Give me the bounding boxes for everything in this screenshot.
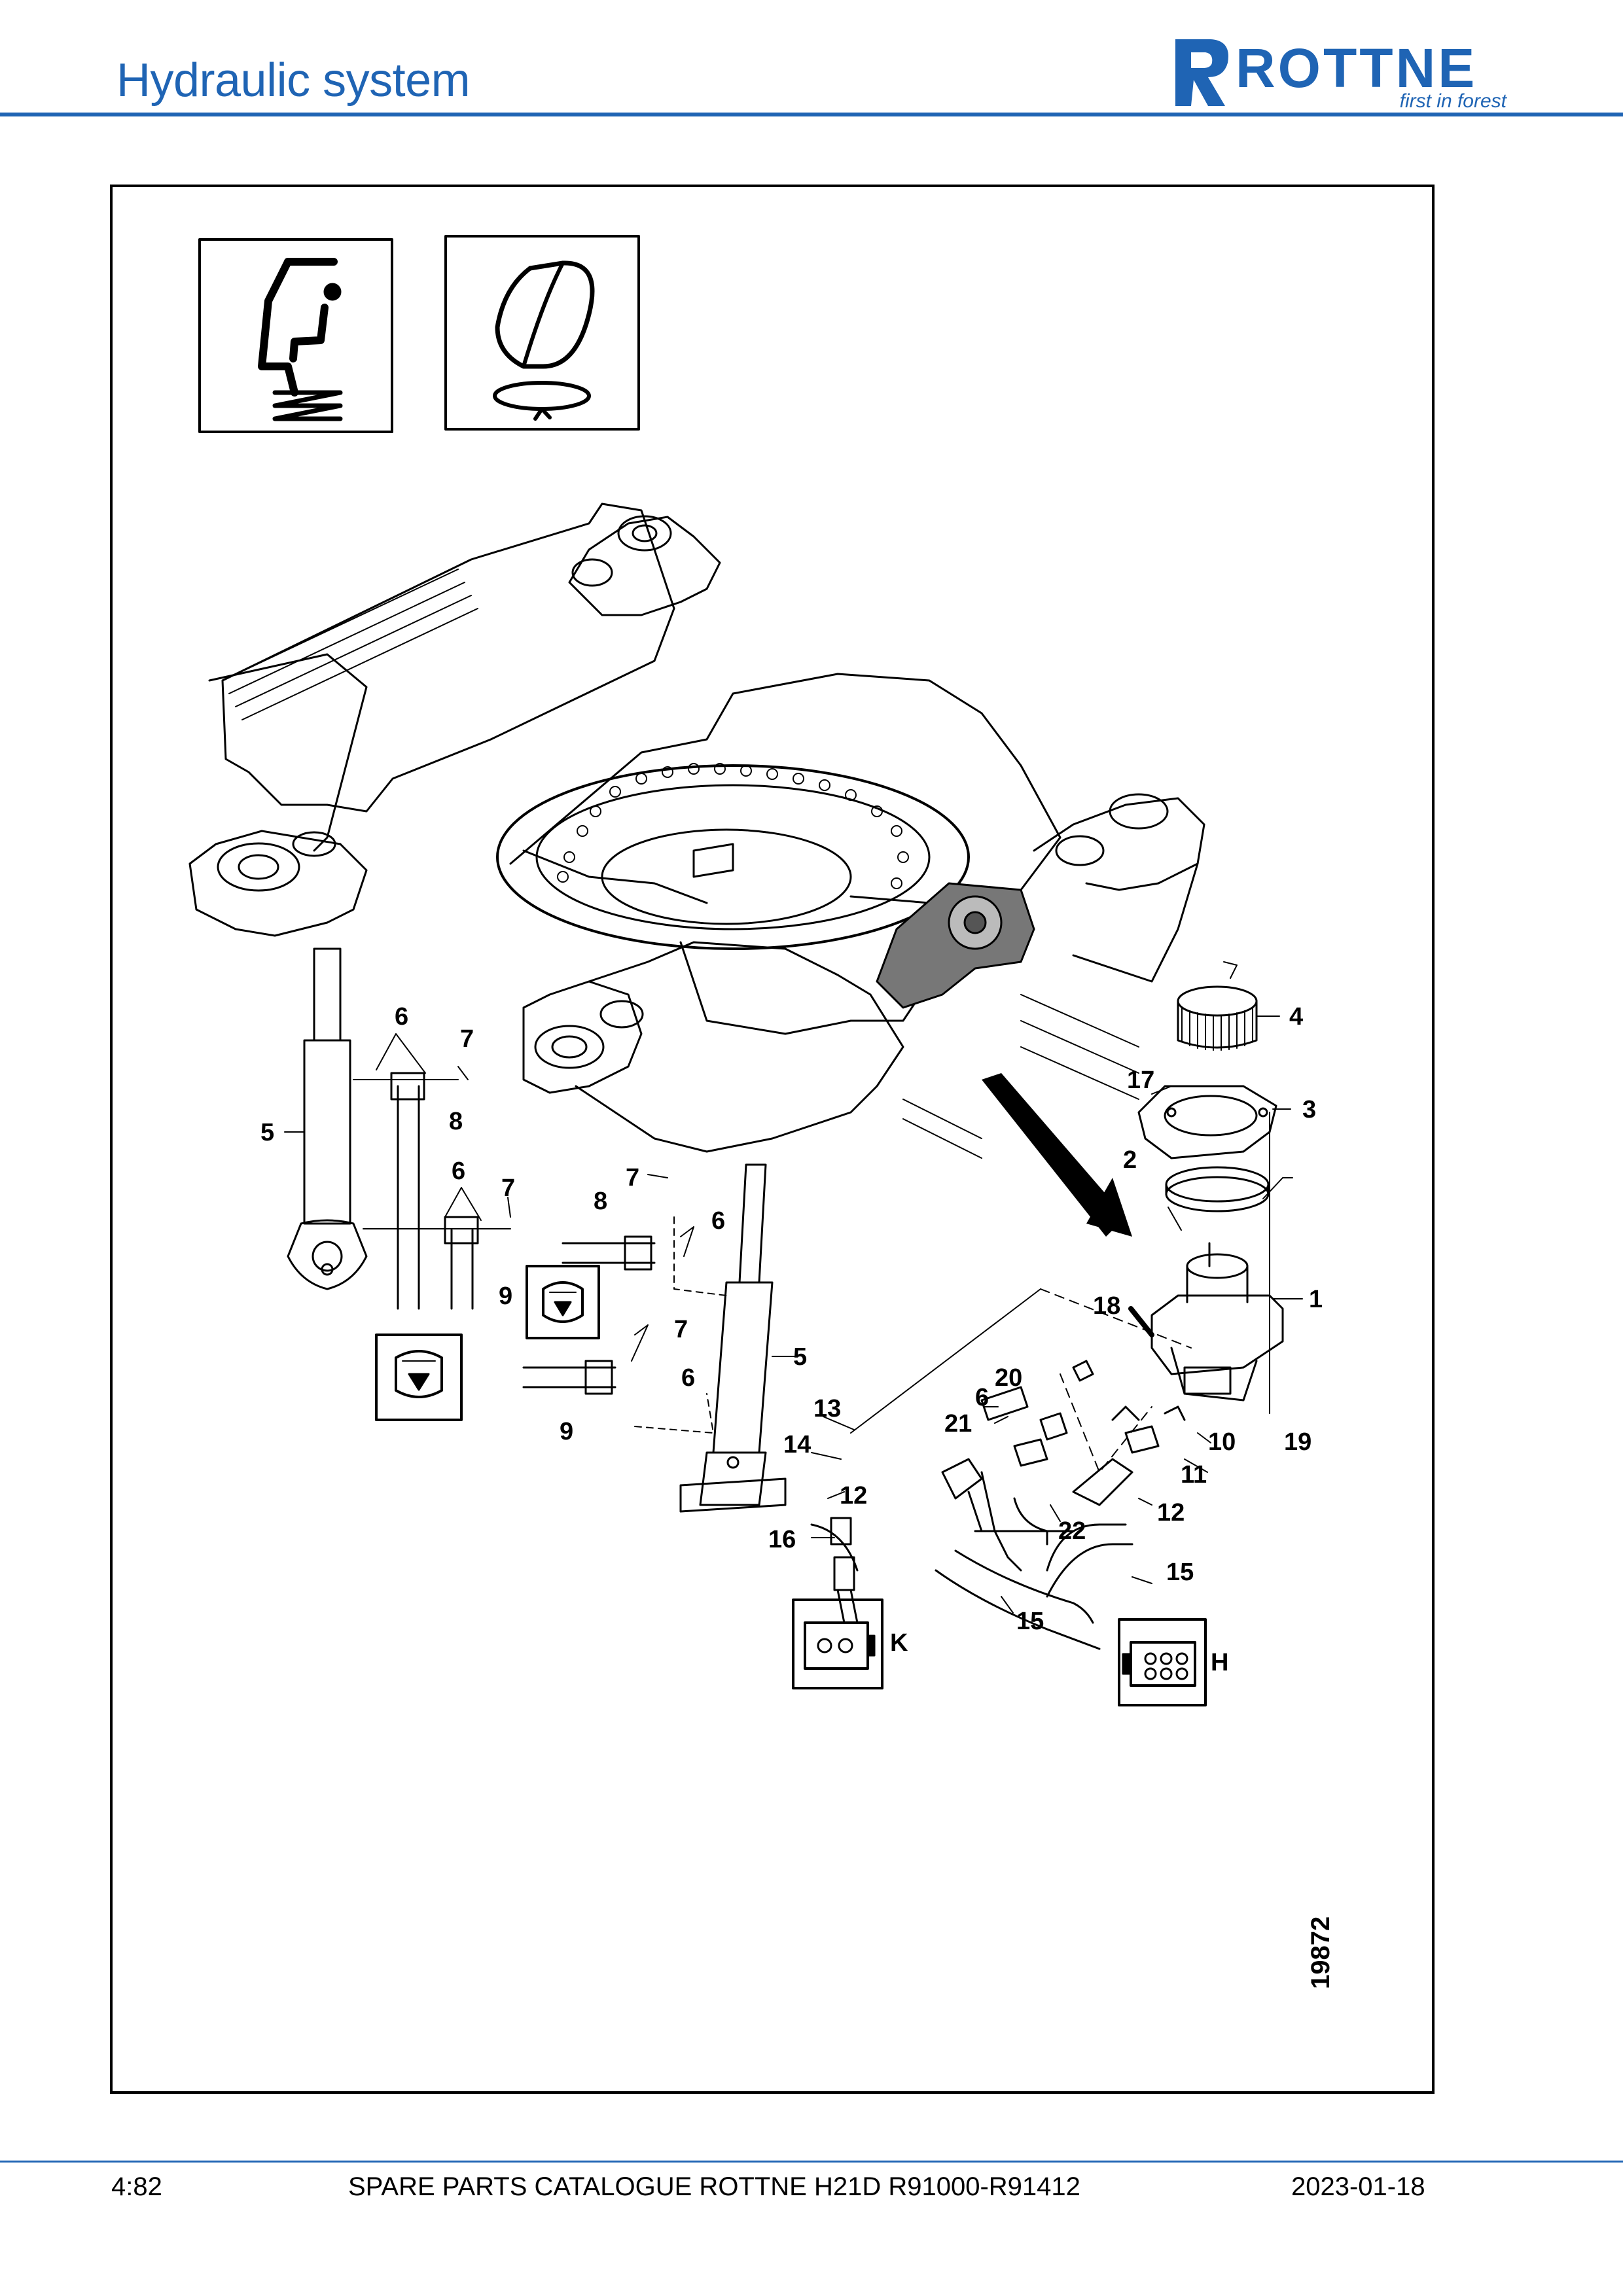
figure-frame xyxy=(110,185,1435,2094)
cylinder-center xyxy=(679,1163,787,1513)
callout-6-e: 6 xyxy=(975,1384,989,1411)
callout-4: 4 xyxy=(1289,1003,1303,1031)
callout-7-a: 7 xyxy=(460,1025,474,1053)
rottne-logo-mark-icon xyxy=(1175,39,1228,106)
callout-21: 21 xyxy=(944,1410,972,1438)
rotation-icon xyxy=(444,235,640,431)
brand-tagline: first in forest xyxy=(1399,90,1507,112)
callout-12-a: 12 xyxy=(840,1482,867,1510)
rottne-logo: ROTTNE first in forest xyxy=(1171,34,1512,111)
hydraulic-tank-icon xyxy=(526,1265,600,1339)
main-frame xyxy=(188,503,1205,1153)
callout-2: 2 xyxy=(1123,1146,1137,1174)
header-divider xyxy=(0,113,1623,116)
fittings-right xyxy=(810,1112,1270,1650)
pinion-gear xyxy=(1177,961,1258,1051)
callout-6-a: 6 xyxy=(395,1003,408,1031)
page-title: Hydraulic system xyxy=(116,54,471,107)
callout-6-b: 6 xyxy=(452,1157,465,1185)
hoses-center xyxy=(522,1216,727,1434)
page-number: 4:82 xyxy=(111,2172,162,2201)
callout-8-b: 8 xyxy=(594,1188,607,1215)
callout-3: 3 xyxy=(1302,1096,1316,1123)
callout-5-left: 5 xyxy=(260,1119,274,1146)
callout-labels: 1 2 3 4 5 5 6 6 6 6 6 7 7 7 7 8 8 9 9 10… xyxy=(260,1003,1323,1676)
connector-h-icon xyxy=(1118,1618,1207,1706)
connector-k-icon xyxy=(792,1598,883,1689)
callout-7-b: 7 xyxy=(501,1174,515,1202)
callout-9-a: 9 xyxy=(499,1282,512,1310)
callout-12-b: 12 xyxy=(1157,1499,1185,1527)
callout-7-d: 7 xyxy=(674,1316,688,1343)
callout-15-a: 15 xyxy=(1166,1559,1194,1586)
bearing-ring xyxy=(1165,1166,1270,1212)
brand-name: ROTTNE xyxy=(1236,37,1478,99)
catalogue-title: SPARE PARTS CATALOGUE ROTTNE H21D R91000… xyxy=(348,2172,1080,2201)
bolt-circle xyxy=(557,763,909,889)
seat-icon xyxy=(198,238,393,433)
drawing-number: 19872 xyxy=(1306,1916,1335,1989)
slew-gear xyxy=(876,882,1132,1237)
callout-20: 20 xyxy=(995,1364,1022,1392)
callout-13: 13 xyxy=(813,1395,841,1422)
hydraulic-motor xyxy=(1150,1242,1284,1402)
callout-14: 14 xyxy=(783,1431,811,1458)
footer-divider xyxy=(0,2161,1623,2163)
leader-lines xyxy=(284,1016,1303,1614)
callout-10: 10 xyxy=(1208,1428,1236,1456)
step-treads xyxy=(222,569,1139,1159)
callout-9-b: 9 xyxy=(560,1418,573,1445)
callout-8-a: 8 xyxy=(449,1108,463,1135)
callout-6-c: 6 xyxy=(711,1207,725,1235)
callout-7-c: 7 xyxy=(626,1164,639,1192)
hydraulic-tank-icon-2 xyxy=(375,1333,463,1421)
catalogue-date: 2023-01-18 xyxy=(1291,2172,1425,2201)
callout-22: 22 xyxy=(1058,1517,1086,1545)
callout-5-center: 5 xyxy=(793,1343,807,1371)
connector-k-label: K xyxy=(890,1629,908,1657)
callout-18: 18 xyxy=(1093,1292,1120,1320)
flange-plate xyxy=(1137,1085,1277,1159)
cylinder-left xyxy=(287,947,368,1290)
callout-16: 16 xyxy=(768,1526,796,1553)
callout-1: 1 xyxy=(1309,1286,1323,1313)
callout-15-b: 15 xyxy=(1016,1608,1044,1635)
connector-h-label: H xyxy=(1211,1649,1228,1676)
callout-6-d: 6 xyxy=(681,1364,695,1392)
callout-11: 11 xyxy=(1181,1461,1207,1489)
callout-19: 19 xyxy=(1284,1428,1311,1456)
hoses-left xyxy=(353,1072,511,1310)
callout-17: 17 xyxy=(1127,1067,1154,1094)
